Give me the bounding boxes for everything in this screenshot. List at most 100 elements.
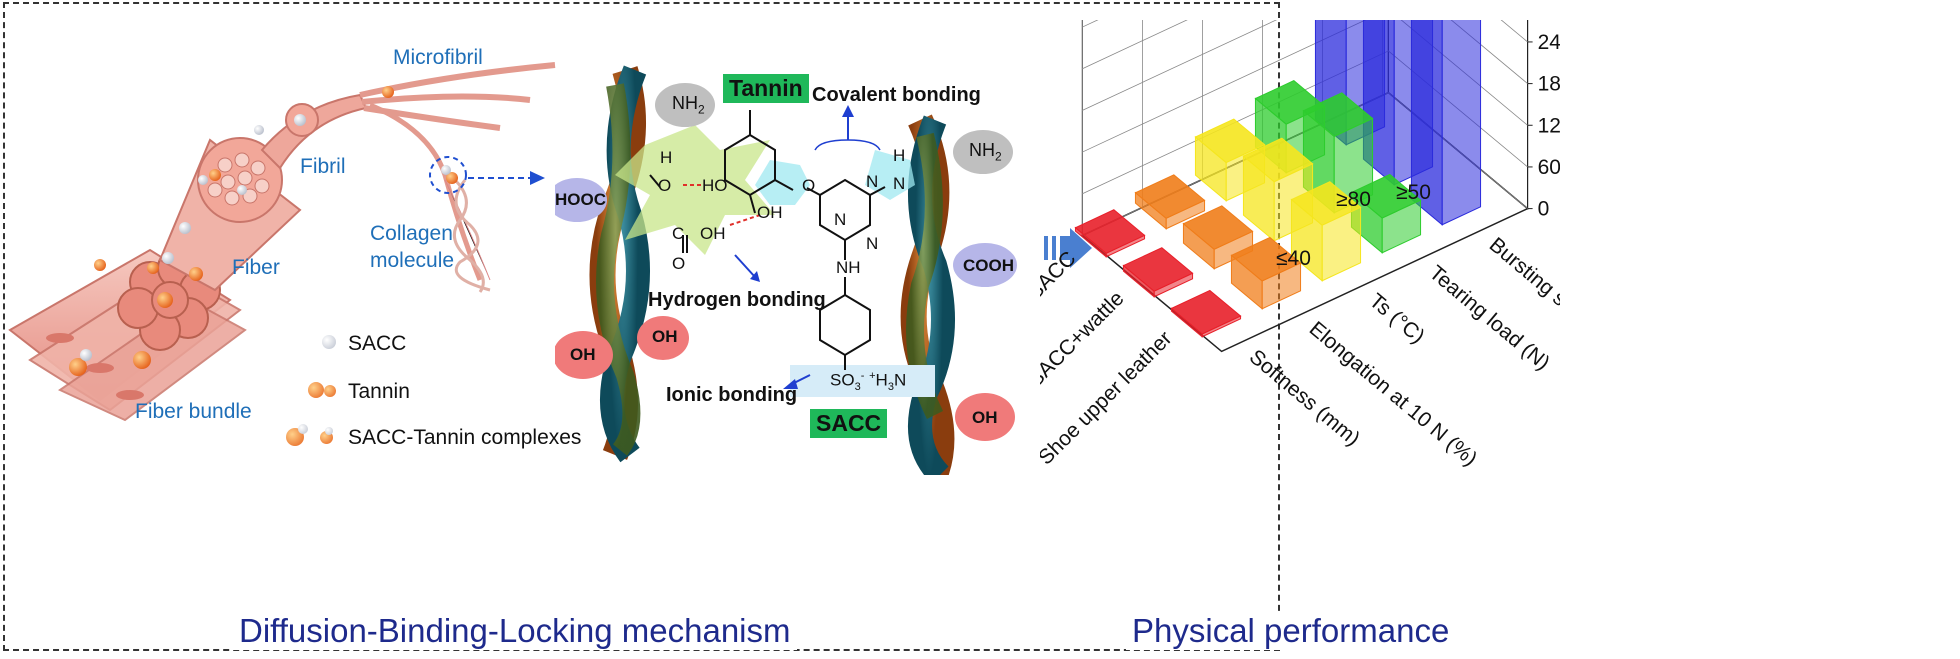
complex-legend-sacc-icon <box>298 424 308 434</box>
bar-top <box>1182 205 1254 250</box>
sacc-badge: SACC <box>810 409 888 438</box>
tannin-legend-icon <box>308 382 324 398</box>
chem-c: C <box>672 224 685 243</box>
chem-n2: N <box>866 172 879 191</box>
chem-o-double: O <box>672 254 686 273</box>
zoom-circle <box>429 156 467 194</box>
bar-top <box>1170 289 1242 335</box>
fibril-label: Fibril <box>300 155 346 178</box>
threshold-annotation: ≥80 <box>1336 188 1371 211</box>
chemical-bonds <box>649 110 886 370</box>
metric-axis-label: Ts (°C) <box>1365 289 1429 348</box>
performance-caption: Physical performance <box>1126 612 1456 650</box>
legend-label-tannin: Tannin <box>348 380 410 403</box>
oh-text-b: OH <box>652 327 678 346</box>
covalent-arrow-head <box>842 105 854 117</box>
tannin-legend-icon-small <box>324 385 336 397</box>
bar-top <box>1134 174 1206 219</box>
threshold-annotation: ≥50 <box>1396 181 1431 204</box>
oh-group-a <box>555 331 613 379</box>
covalent-highlight-2 <box>865 150 915 200</box>
chart-bars <box>1074 20 1482 338</box>
chart-gridline <box>1082 20 1528 111</box>
collagen-label-line2: molecule <box>370 249 455 272</box>
oh-group-c <box>955 393 1015 441</box>
chem-n1: N <box>834 210 847 229</box>
fiber-label: Fiber <box>232 256 280 279</box>
collagen-helix-shape <box>452 178 491 293</box>
z-tick-label: 180 <box>1538 73 1560 96</box>
ionic-arrow-head <box>783 379 798 389</box>
z-tick-label: 120 <box>1538 114 1560 137</box>
chem-ho: HO <box>702 176 728 195</box>
hbond-arrow <box>734 254 756 278</box>
chem-oh-ring: OH <box>757 203 783 222</box>
chem-oh-acid: OH <box>700 224 726 243</box>
legend-label-sacc: SACC <box>348 332 407 355</box>
bar-front <box>1410 20 1443 226</box>
bar-top <box>1122 247 1194 292</box>
mechanism-frame <box>3 2 1280 651</box>
fiber-bundle-label: Fiber bundle <box>135 400 252 423</box>
chem-h-top: H <box>660 148 673 167</box>
legend-label-complex: SACC-Tannin complexes <box>348 426 582 449</box>
ionic-label: Ionic bonding <box>666 384 798 406</box>
mechanism-caption: Diffusion-Binding-Locking mechanism <box>233 612 797 650</box>
threshold-annotation: ≤40 <box>1276 247 1311 270</box>
hooc-group <box>555 178 607 222</box>
nh2-left-text: NH2 <box>672 93 705 117</box>
category-label: SACC <box>1040 247 1081 305</box>
z-tick-label: 240 <box>1538 31 1560 54</box>
oh-text-a: OH <box>570 345 596 364</box>
covalent-label: Covalent bonding <box>812 84 981 106</box>
microfibril-label: Microfibril <box>393 46 483 69</box>
chem-n3: N <box>866 234 879 253</box>
hbond-highlight <box>615 125 775 255</box>
chem-sulfonate: SO3- +H3N <box>830 370 907 394</box>
right-collagen-helix <box>900 114 955 475</box>
nh2-right-text: NH2 <box>969 140 1002 164</box>
tannin-particles <box>69 86 458 376</box>
bar-top <box>1074 209 1146 254</box>
z-tick-label: 0 <box>1538 198 1550 221</box>
mechanism-illustration <box>555 65 1017 475</box>
nh2-right-group <box>953 130 1013 174</box>
nh2-left-group <box>655 83 715 127</box>
bar-top <box>1350 173 1422 219</box>
bar-side <box>1441 20 1482 226</box>
oh-text-c: OH <box>972 408 998 427</box>
hbond-arrow-head <box>750 271 760 282</box>
chem-o-link: O <box>802 176 816 195</box>
covalent-highlight-1 <box>755 160 810 205</box>
chem-o: O <box>658 176 672 195</box>
bar-top <box>1194 118 1266 164</box>
tannin-badge: Tannin <box>723 74 809 103</box>
bar-top <box>1290 181 1362 226</box>
hooc-text: HOOC <box>555 190 606 209</box>
panel-arrow-icon <box>1044 228 1092 268</box>
zoom-arrow-head <box>530 171 545 185</box>
z-tick-label: 60 <box>1538 156 1560 179</box>
chem-nh: NH <box>836 258 861 277</box>
chart-gridline <box>1082 20 1528 153</box>
ionic-highlight <box>790 365 935 397</box>
bar-top <box>1230 236 1302 282</box>
bar-top <box>1302 92 1374 137</box>
metric-axis-label: Elongation at 10 N (%) <box>1305 317 1482 470</box>
cooh-group <box>953 243 1017 287</box>
chart-gridline <box>1082 20 1528 70</box>
collagen-label-line1: Collagen <box>370 222 453 245</box>
sacc-legend-icon <box>322 335 336 349</box>
oh-group-b <box>637 316 689 360</box>
bar-top <box>1242 137 1314 183</box>
left-collagen-helix <box>589 65 650 463</box>
fiber-shape <box>158 137 302 292</box>
collagen-hierarchy-illustration <box>8 62 556 422</box>
covalent-brace <box>814 139 881 151</box>
chem-h-amine: H <box>893 146 906 165</box>
chem-n-amine: N <box>893 174 906 193</box>
sacc-particles <box>80 114 451 361</box>
hydrogen-label: Hydrogen bonding <box>648 289 826 311</box>
complex-legend-sacc-icon-2 <box>325 427 333 435</box>
